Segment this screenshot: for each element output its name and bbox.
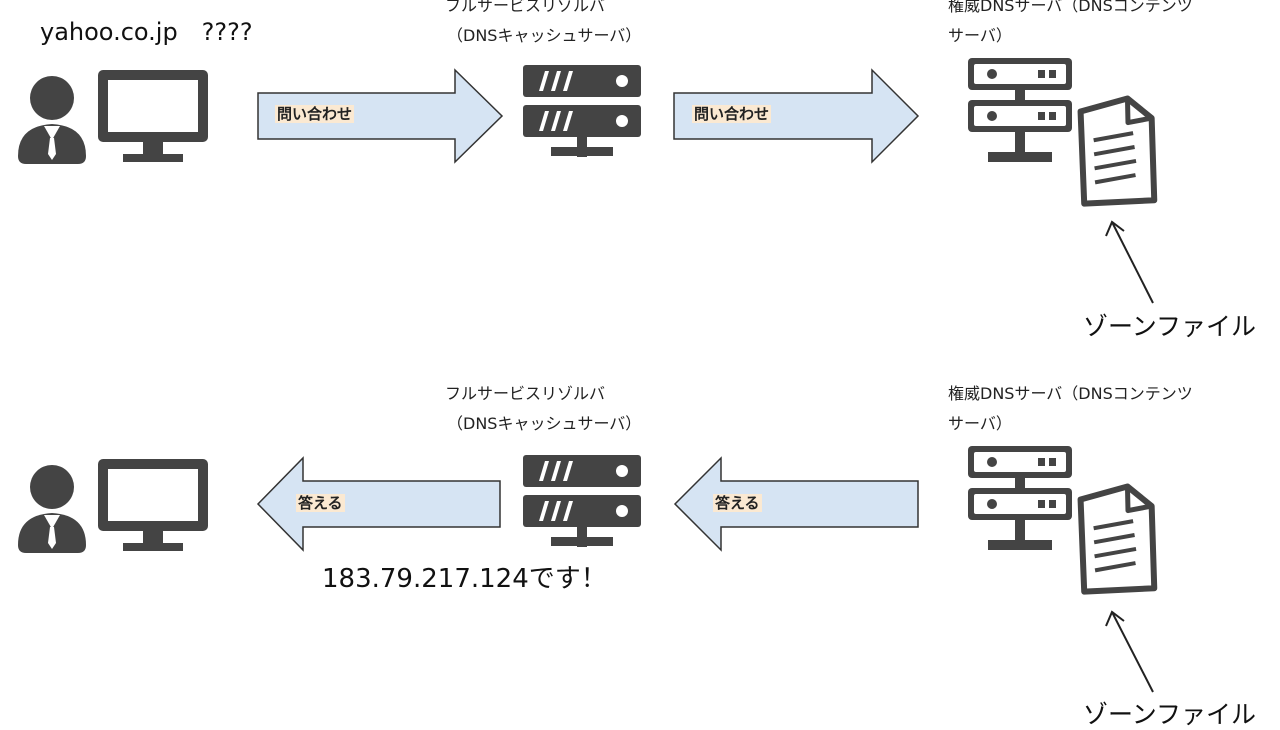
authoritative-label-line2: サーバ）: [948, 414, 1012, 433]
query-arrow-2-label: 問い合わせ: [692, 105, 772, 123]
resolver-label-line2: （DNSキャッシュサーバ）: [447, 414, 642, 433]
query-arrow-1: [257, 68, 504, 164]
resolver-server-icon: [523, 455, 641, 547]
authoritative-server-icon: [968, 446, 1072, 550]
zone-file-icon: [1074, 96, 1160, 207]
answer-arrow-1: [256, 456, 501, 552]
authoritative-label-line1: 権威DNSサーバ（DNSコンテンツ: [948, 0, 1193, 15]
answer-arrow-2-label: 答える: [713, 494, 762, 512]
user-computer-icon: [18, 70, 208, 164]
resolver-server-icon: [523, 65, 641, 157]
query-arrow-1-label: 問い合わせ: [275, 105, 355, 123]
query-text: yahoo.co.jp ????: [40, 18, 253, 46]
authoritative-label-line1: 権威DNSサーバ（DNSコンテンツ: [948, 384, 1193, 403]
zone-pointer-arrow: [1105, 220, 1154, 304]
answer-text: 183.79.217.124です！: [322, 564, 607, 594]
zone-pointer-arrow: [1105, 610, 1154, 693]
resolver-label-line2: （DNSキャッシュサーバ）: [447, 26, 642, 45]
answer-arrow-2: [673, 456, 919, 552]
authoritative-server-icon: [968, 58, 1072, 162]
zone-file-label: ゾーンファイル: [1083, 700, 1257, 729]
resolver-label-line1: フルサービスリゾルバ: [445, 384, 606, 403]
authoritative-label-line2: サーバ）: [948, 26, 1012, 45]
user-computer-icon: [18, 459, 208, 553]
resolver-label-line1: フルサービスリゾルバ: [445, 0, 606, 15]
zone-file-label: ゾーンファイル: [1083, 312, 1257, 341]
answer-arrow-1-label: 答える: [296, 494, 345, 512]
query-arrow-2: [673, 68, 920, 164]
zone-file-icon: [1074, 484, 1160, 595]
